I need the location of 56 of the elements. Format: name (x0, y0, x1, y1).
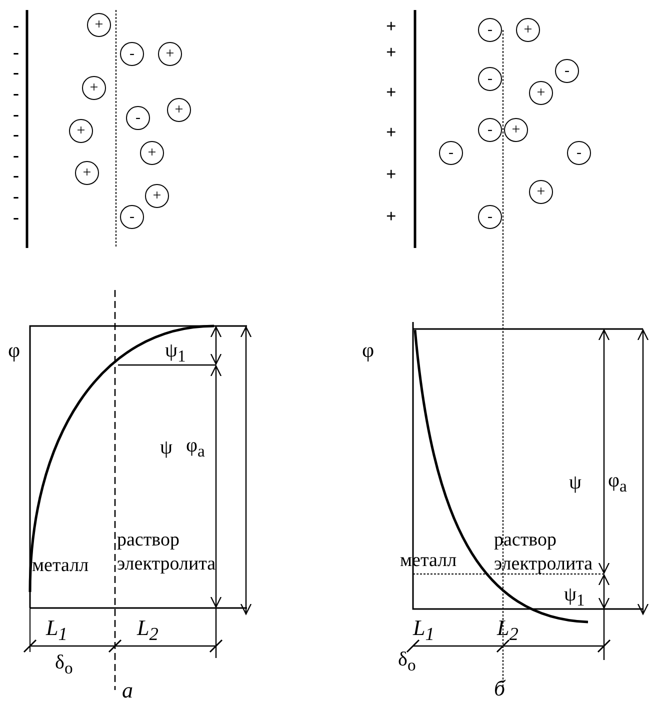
region-label: металл (32, 554, 89, 578)
cation-circle: + (82, 76, 106, 100)
anion-circle: - (439, 141, 463, 165)
anion-circle: - (478, 67, 502, 91)
charge-sign: - (13, 102, 19, 126)
anion-circle: - (555, 59, 579, 83)
dimension-label: δ$_{o}$ (55, 650, 73, 680)
anion-circle: - (567, 141, 591, 165)
charge-sign: - (13, 82, 19, 104)
charge-sign: + (386, 204, 396, 228)
axis-label: φ (8, 336, 20, 364)
cation-circle: + (87, 13, 111, 37)
anion-circle: - (126, 106, 150, 130)
anion-circle: - (120, 205, 144, 229)
charge-sign: - (13, 60, 19, 84)
charge-sign: + (386, 120, 396, 144)
charge-sign: + (386, 14, 396, 38)
axis-label: φ (362, 336, 374, 364)
dimension-label: L$_{2}$ (137, 614, 158, 646)
charge-sign: + (386, 80, 396, 104)
cation-circle: + (140, 141, 164, 165)
cation-circle: + (158, 42, 182, 66)
charge-sign: - (13, 184, 19, 208)
dimension-label: ψ (569, 470, 582, 496)
region-label: раствор электролита (494, 528, 590, 576)
cation-circle: + (69, 119, 93, 143)
charge-sign: - (13, 144, 19, 166)
cation-circle: + (529, 81, 553, 105)
anion-circle: - (478, 118, 502, 142)
dimension-label: δ$_{o}$ (398, 648, 416, 676)
cation-circle: + (504, 118, 528, 142)
anion-circle: - (478, 18, 502, 42)
dimension-label: ψ$_{1}$ (165, 338, 186, 368)
charge-sign: - (13, 122, 19, 146)
dimension-label: ψ$_{1}$ (564, 582, 585, 612)
anion-circle: - (478, 205, 502, 229)
cation-circle: + (145, 184, 169, 208)
cation-circle: + (529, 180, 553, 204)
dimension-label: L$_{2}$ (497, 614, 518, 646)
dimension-label: L$_{1}$ (413, 614, 434, 646)
dimension-label: L$_{1}$ (46, 614, 68, 646)
cation-circle: + (516, 18, 540, 42)
dimension-label: ψ (160, 436, 173, 460)
charge-sign: - (13, 206, 19, 228)
charge-sign: - (13, 40, 19, 64)
charge-sign: + (386, 162, 396, 186)
dimension-label: φ$_{a}$ (186, 434, 205, 462)
cation-circle: + (75, 161, 99, 185)
anion-circle: - (120, 42, 144, 66)
charge-sign: - (13, 14, 19, 36)
cation-circle: + (167, 98, 191, 122)
dimension-label: φ$_{a}$ (608, 468, 627, 498)
region-label: раствор электролита (117, 528, 213, 576)
panel-label: а (122, 676, 133, 702)
charge-sign: + (386, 40, 396, 64)
charge-sign: - (13, 164, 19, 186)
